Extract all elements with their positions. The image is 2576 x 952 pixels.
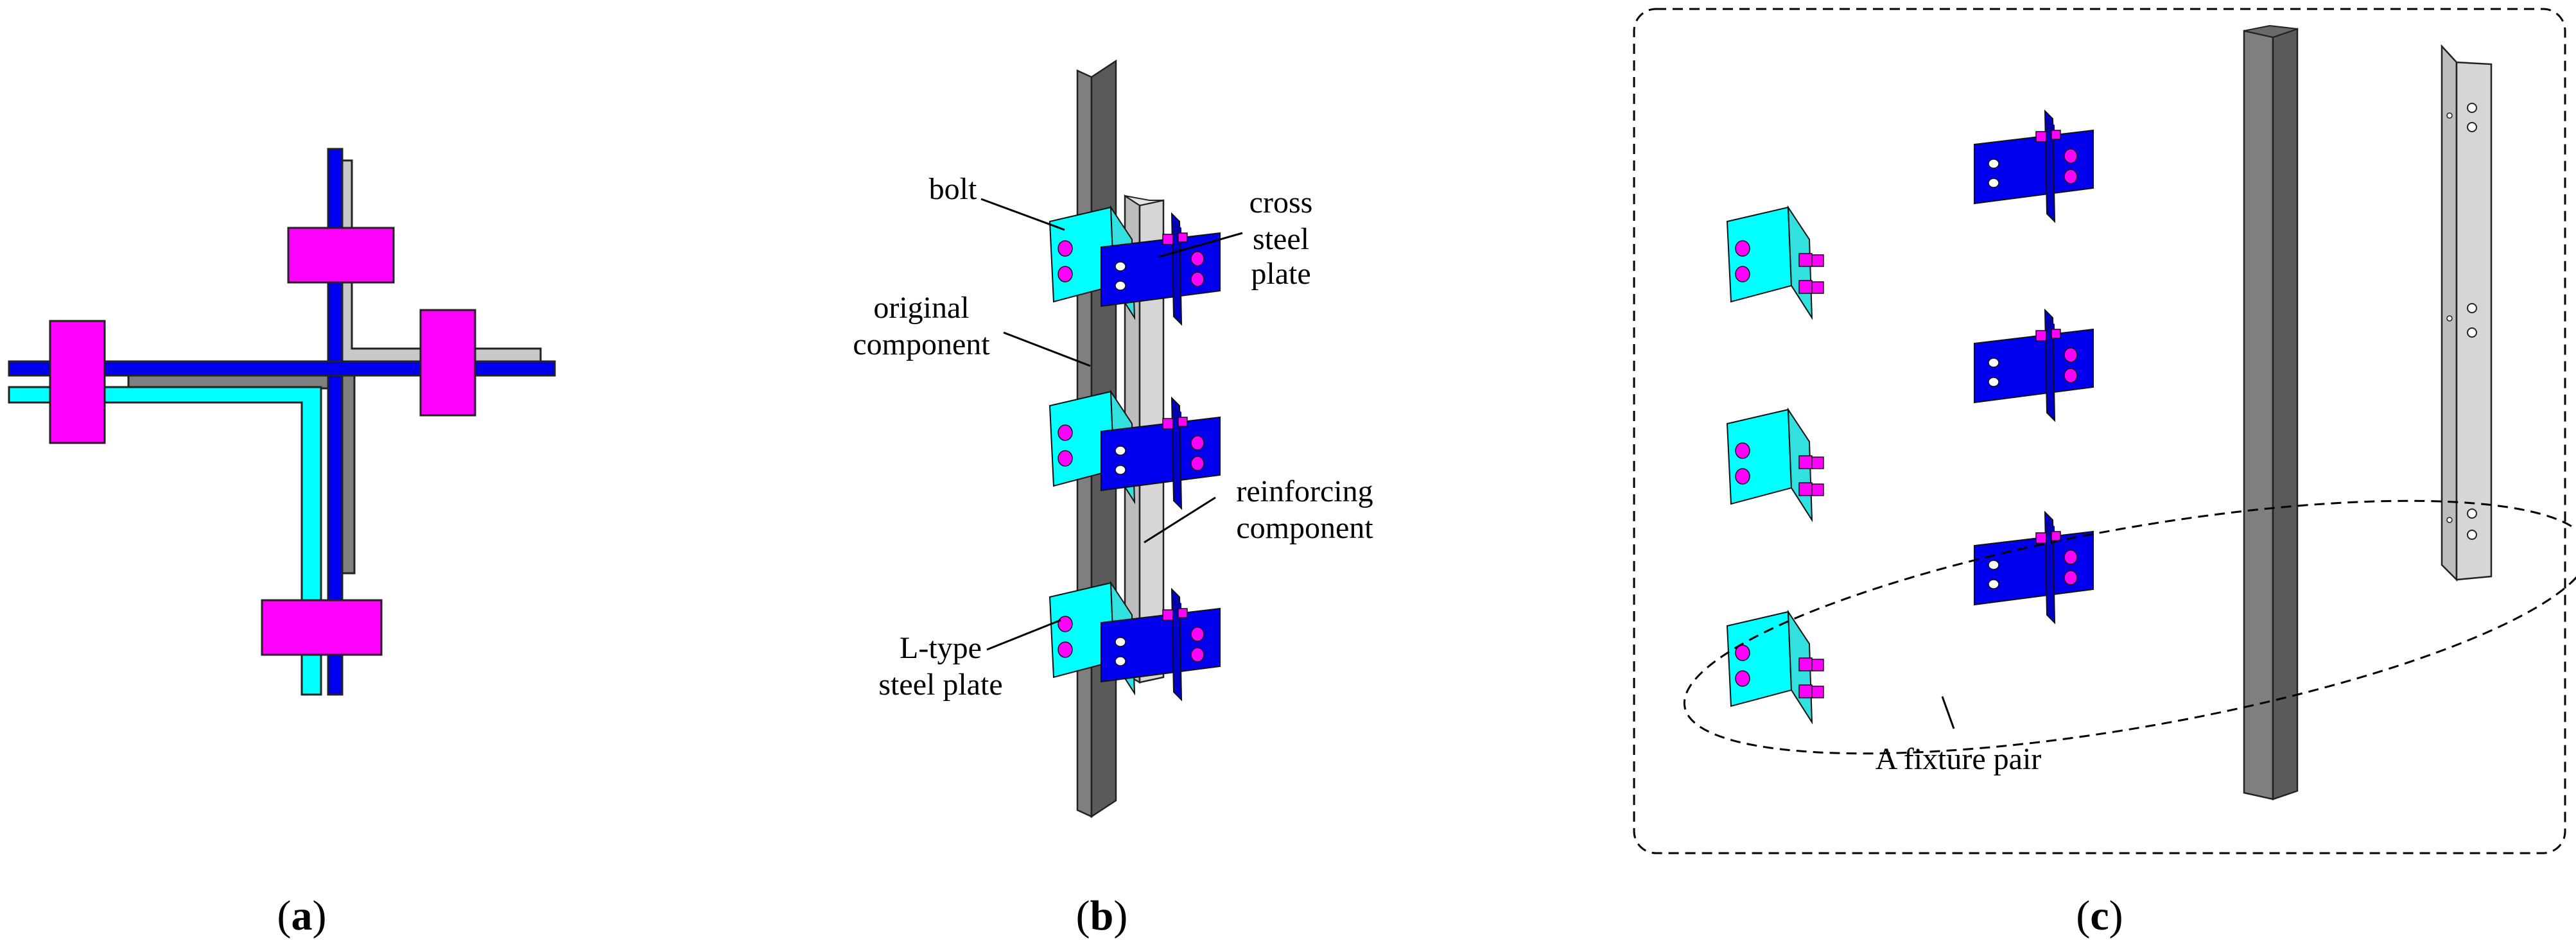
reinforcing-leader-line: [1144, 496, 1216, 544]
original-leader-line: [1003, 331, 1091, 367]
label-cross-line1: cross: [1249, 186, 1313, 220]
cross-plate-c-3: [1974, 512, 2094, 623]
label-cross-line3: plate: [1251, 257, 1310, 291]
label-ltype-line2: steel plate: [878, 668, 1002, 702]
original-component-c: [2243, 24, 2299, 801]
label-reinforcing-line2: component: [1236, 511, 1373, 545]
l-type-plate-c-2: [1727, 409, 1824, 521]
label-ltype-line1: L-type: [900, 631, 982, 665]
panel-c: A fixture pair (c): [1633, 8, 2576, 939]
label-original-line1: original: [873, 291, 969, 325]
label-fixture-pair: A fixture pair: [1875, 742, 2042, 776]
caption-b: (b): [1076, 892, 1128, 939]
cross-plate-leader-line: [1158, 232, 1243, 258]
exploded-view-frame: [1633, 8, 2566, 854]
l-type-plate-c-3: [1727, 611, 1824, 723]
bolt-leader-line: [980, 198, 1065, 231]
label-cross-line2: steel: [1253, 222, 1309, 256]
panel-b: bolt cross steel plate original componen…: [853, 59, 1373, 939]
fixture-pair-highlight: [1683, 499, 2576, 755]
cross-plate-c-1: [1974, 110, 2094, 222]
ltype-leader-line: [986, 619, 1061, 651]
l-type-plate-section: [8, 386, 322, 696]
panel-a: (a): [8, 148, 556, 939]
label-bolt: bolt: [929, 172, 977, 206]
label-original-line2: component: [853, 327, 990, 361]
fixture-pair-leader-line: [1941, 696, 1955, 729]
l-type-plate-c-1: [1727, 207, 1824, 318]
caption-c: (c): [2076, 892, 2123, 939]
label-reinforcing-line1: reinforcing: [1236, 474, 1373, 508]
caption-a: (a): [277, 892, 327, 939]
cross-plate-c-2: [1974, 309, 2094, 421]
bolt-group: [49, 227, 476, 656]
reinforcing-component-c: [2441, 44, 2493, 582]
cross-steel-plate-section: [8, 148, 556, 696]
